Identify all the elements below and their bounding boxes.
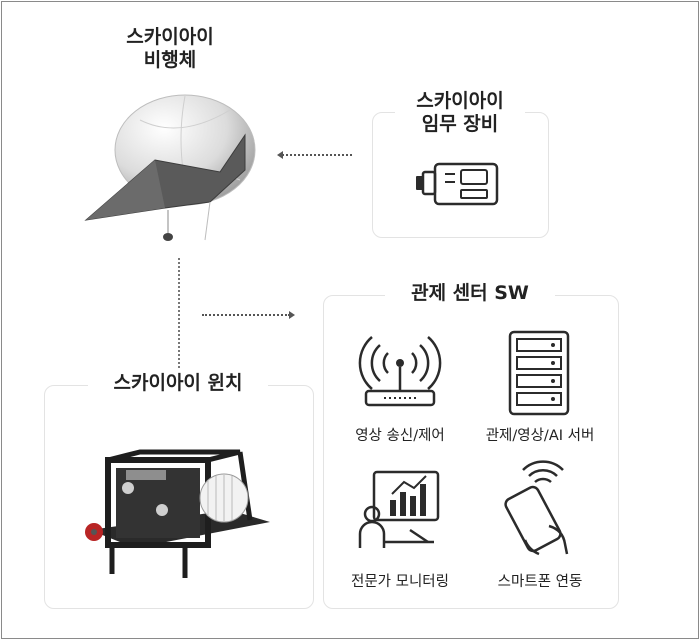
server-rack-icon <box>508 330 570 416</box>
item-label-expert-monitoring: 전문가 모니터링 <box>351 574 449 590</box>
aircraft-title: 스카이아이 비행체 <box>95 26 245 72</box>
item-label-control-server: 관제/영상/AI 서버 <box>485 428 595 444</box>
winch-image <box>85 449 270 578</box>
mission-title-line1: 스카이아이 <box>416 90 504 112</box>
control-center-box <box>323 295 619 609</box>
item-label-video-transmission: 영상 송신/제어 <box>355 428 445 444</box>
aircraft-title-line1: 스카이아이 <box>126 26 214 48</box>
item-label-smartphone-link: 스마트폰 연동 <box>497 574 583 590</box>
smartphone-icon <box>504 460 569 556</box>
aerostat-image <box>84 94 256 241</box>
aircraft-title-line2: 비행체 <box>143 48 197 71</box>
mission-title-line2: 임무 장비 <box>421 112 499 135</box>
control-center-title: 관제 센터 SW <box>385 282 555 305</box>
connector-control-arrowhead <box>289 311 295 319</box>
wifi-router-icon <box>358 336 442 407</box>
mission-title: 스카이아이 임무 장비 <box>395 90 525 136</box>
connector-to-control-center <box>202 314 290 316</box>
camera-gimbal-icon <box>416 162 499 206</box>
winch-title: 스카이아이 윈치 <box>88 372 268 395</box>
connector-mission-to-aircraft <box>282 154 352 156</box>
connector-aircraft-to-winch <box>178 258 180 368</box>
connector-mission-arrowhead <box>277 151 283 159</box>
expert-monitoring-icon <box>358 470 440 548</box>
